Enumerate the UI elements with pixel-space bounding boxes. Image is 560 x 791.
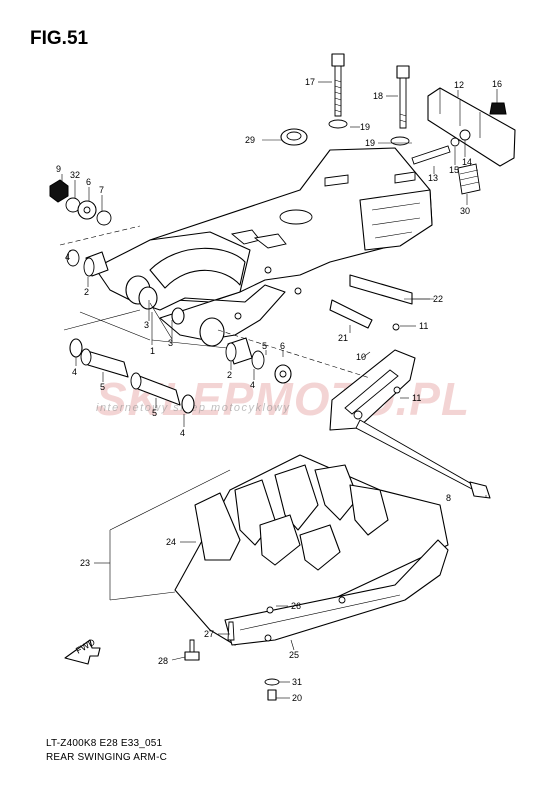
top-left-washer-stack (49, 179, 112, 226)
callout-21: 22 (433, 294, 443, 304)
callout-25: 26 (291, 601, 301, 611)
callout-3-a: 3 (144, 320, 149, 330)
chain-slider (329, 349, 416, 431)
callout-12: 12 (454, 80, 464, 90)
callout-26: 27 (204, 629, 214, 639)
callout-4-b: 4 (72, 367, 77, 377)
callout-1: 1 (150, 346, 155, 356)
callout-23: 24 (166, 537, 176, 547)
callout-11-a: 11 (419, 321, 428, 331)
callout-5-b: 5 (152, 408, 157, 418)
callout-19-a: 19 (360, 122, 370, 132)
callout-4-d: 4 (250, 380, 255, 390)
callout-2-a: 2 (84, 287, 89, 297)
right-bushing-stack (225, 337, 292, 384)
callout-17: 17 (305, 77, 315, 87)
pivot-bosses (125, 275, 225, 347)
callout-5-c: 5 (262, 341, 267, 351)
model-code: LT-Z400K8 E28 E33_051 (46, 738, 163, 749)
callout-3-b: 3 (168, 338, 173, 348)
callout-9: 9 (56, 164, 61, 174)
callout-7: 7 (99, 185, 104, 195)
figure-title: FIG.51 (30, 28, 89, 49)
axle-bolt (355, 323, 491, 499)
callout-30: 29 (245, 135, 255, 145)
callout-22: 23 (80, 558, 90, 568)
fwd-arrow-icon: FWD (64, 637, 101, 665)
chain-guide-upper (411, 87, 516, 195)
callout-5-a: 5 (100, 382, 105, 392)
brackets (329, 274, 413, 329)
callout-15: 15 (449, 165, 459, 175)
callout-6-b: 6 (280, 341, 285, 351)
callout-27: 28 (158, 656, 168, 666)
callout-6-top: 6 (86, 177, 91, 187)
leader-lines (59, 81, 498, 699)
callout-10: 10 (356, 352, 366, 362)
callout-18: 18 (373, 91, 383, 101)
top-bolts (280, 53, 410, 146)
section-name: REAR SWINGING ARM-C (46, 752, 168, 763)
bottom-fasteners (184, 639, 280, 701)
callout-2-b: 2 (227, 370, 232, 380)
left-bushing-stack (66, 249, 195, 414)
callout-4-c: 4 (180, 428, 185, 438)
callout-11-b: 11 (412, 393, 421, 403)
callout-24: 25 (289, 650, 299, 660)
callout-19-b: 19 (365, 138, 375, 148)
callout-8: 8 (446, 493, 451, 503)
callout-14: 14 (462, 157, 472, 167)
callout-labels: 17 18 12 16 29 19 19 14 15 13 30 9 32 6 … (56, 77, 502, 703)
callout-13: 13 (428, 173, 438, 183)
callout-16: 16 (492, 79, 502, 89)
skid-plate-assembly (174, 454, 449, 646)
callout-20: 21 (338, 333, 348, 343)
callout-32: 32 (70, 170, 80, 180)
callout-4-a: 4 (65, 252, 70, 262)
callout-31: 30 (460, 206, 470, 216)
callout-29: 31 (292, 677, 302, 687)
callout-28: 20 (292, 693, 302, 703)
swing-arm-body (94, 147, 433, 341)
